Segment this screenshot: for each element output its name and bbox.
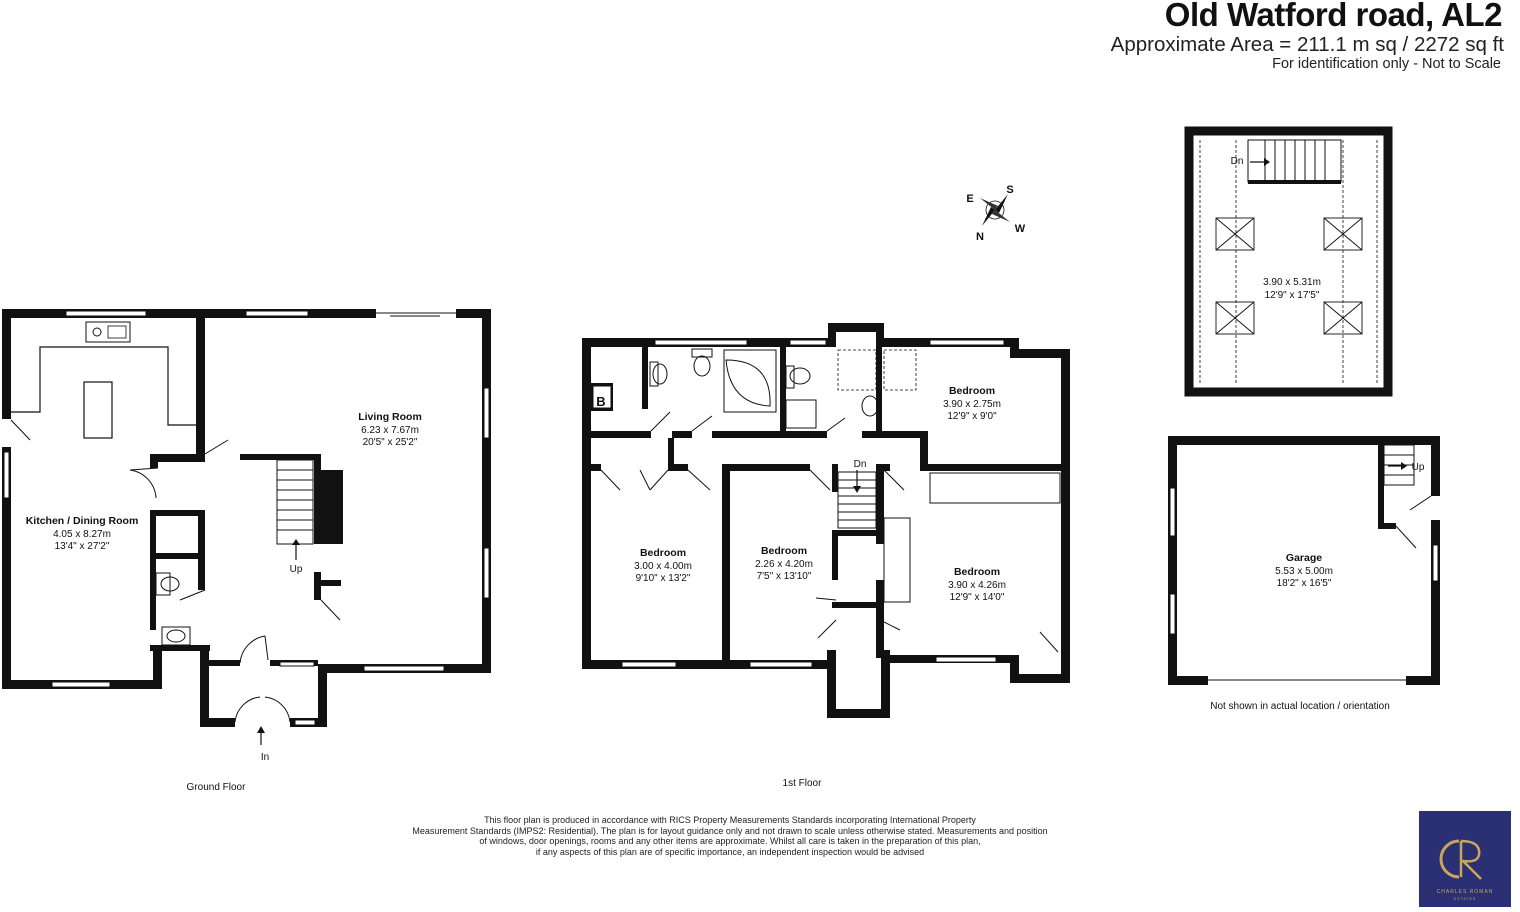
compass-rose [980, 194, 1010, 226]
logo-sub: ESTATES [1454, 897, 1476, 901]
ground-stairs-up: Up [290, 564, 303, 575]
logo-brand: CHARLES ROMAN [1437, 889, 1494, 895]
identification-note: For identification only - Not to Scale [1272, 56, 1501, 72]
bedroom-w-metric: 3.00 x 4.00m [634, 561, 692, 572]
kitchen-imperial: 13'4" x 27'2" [55, 541, 110, 552]
living-metric: 6.23 x 7.67m [361, 425, 419, 436]
kitchen-name: Kitchen / Dining Room [26, 515, 139, 527]
bedroom-c-name: Bedroom [761, 545, 807, 557]
disclaimer-line: of windows, door openings, rooms and any… [479, 836, 981, 846]
bedroom-w-name: Bedroom [640, 547, 686, 559]
living-name: Living Room [358, 411, 422, 423]
disclaimer-line: This floor plan is produced in accordanc… [484, 815, 976, 825]
bedroom-e-name: Bedroom [954, 566, 1000, 578]
first-floor-label: 1st Floor [783, 778, 823, 789]
loft-imperial: 12'9" x 17'5" [1265, 290, 1320, 301]
bedroom-c-metric: 2.26 x 4.20m [755, 559, 813, 570]
plan-title: Old Watford road, AL2 [1164, 0, 1503, 33]
garage-name: Garage [1286, 552, 1322, 564]
garage-location-note: Not shown in actual location / orientati… [1210, 701, 1390, 712]
compass-n: N [976, 231, 984, 243]
living-imperial: 20'5" x 25'2" [363, 437, 418, 448]
ground-floor-label: Ground Floor [187, 782, 247, 793]
compass-w: W [1015, 223, 1026, 235]
garage-plan [1168, 436, 1440, 685]
compass-e: E [966, 193, 973, 205]
bedroom-ne-imperial: 12'9" x 9'0" [947, 411, 997, 422]
loft-stairs-down: Dn [1231, 156, 1244, 167]
rics-disclaimer: This floor plan is produced in accordanc… [380, 815, 1080, 857]
first-stairs-down: Dn [854, 459, 867, 470]
loft-plan [1184, 126, 1393, 397]
ground-floor-plan [2, 309, 491, 745]
garage-stairs-up: Up [1412, 462, 1425, 473]
loft-metric: 3.90 x 5.31m [1263, 277, 1321, 288]
bedroom-c-imperial: 7'5" x 13'10" [757, 571, 812, 582]
garage-metric: 5.53 x 5.00m [1275, 566, 1333, 577]
compass-s: S [1006, 184, 1013, 196]
disclaimer-line: Measurement Standards (IMPS2: Residentia… [412, 825, 1048, 836]
entrance-label: In [261, 752, 269, 763]
bedroom-e-imperial: 12'9" x 14'0" [950, 592, 1005, 603]
boiler-label: B [596, 394, 605, 409]
kitchen-metric: 4.05 x 8.27m [53, 529, 111, 540]
bedroom-w-imperial: 9'10" x 13'2" [636, 573, 691, 584]
bedroom-ne-metric: 3.90 x 2.75m [943, 399, 1001, 410]
bedroom-e-metric: 3.90 x 4.26m [948, 580, 1006, 591]
first-floor-plan [582, 323, 1070, 718]
approximate-area: Approximate Area = 211.1 m sq / 2272 sq … [1110, 33, 1504, 56]
bedroom-ne-name: Bedroom [949, 385, 995, 397]
garage-imperial: 18'2" x 16'5" [1277, 578, 1332, 589]
charles-roman-logo: CHARLES ROMAN ESTATES [1419, 811, 1511, 907]
disclaimer-line: if any aspects of this plan are of speci… [535, 846, 925, 857]
